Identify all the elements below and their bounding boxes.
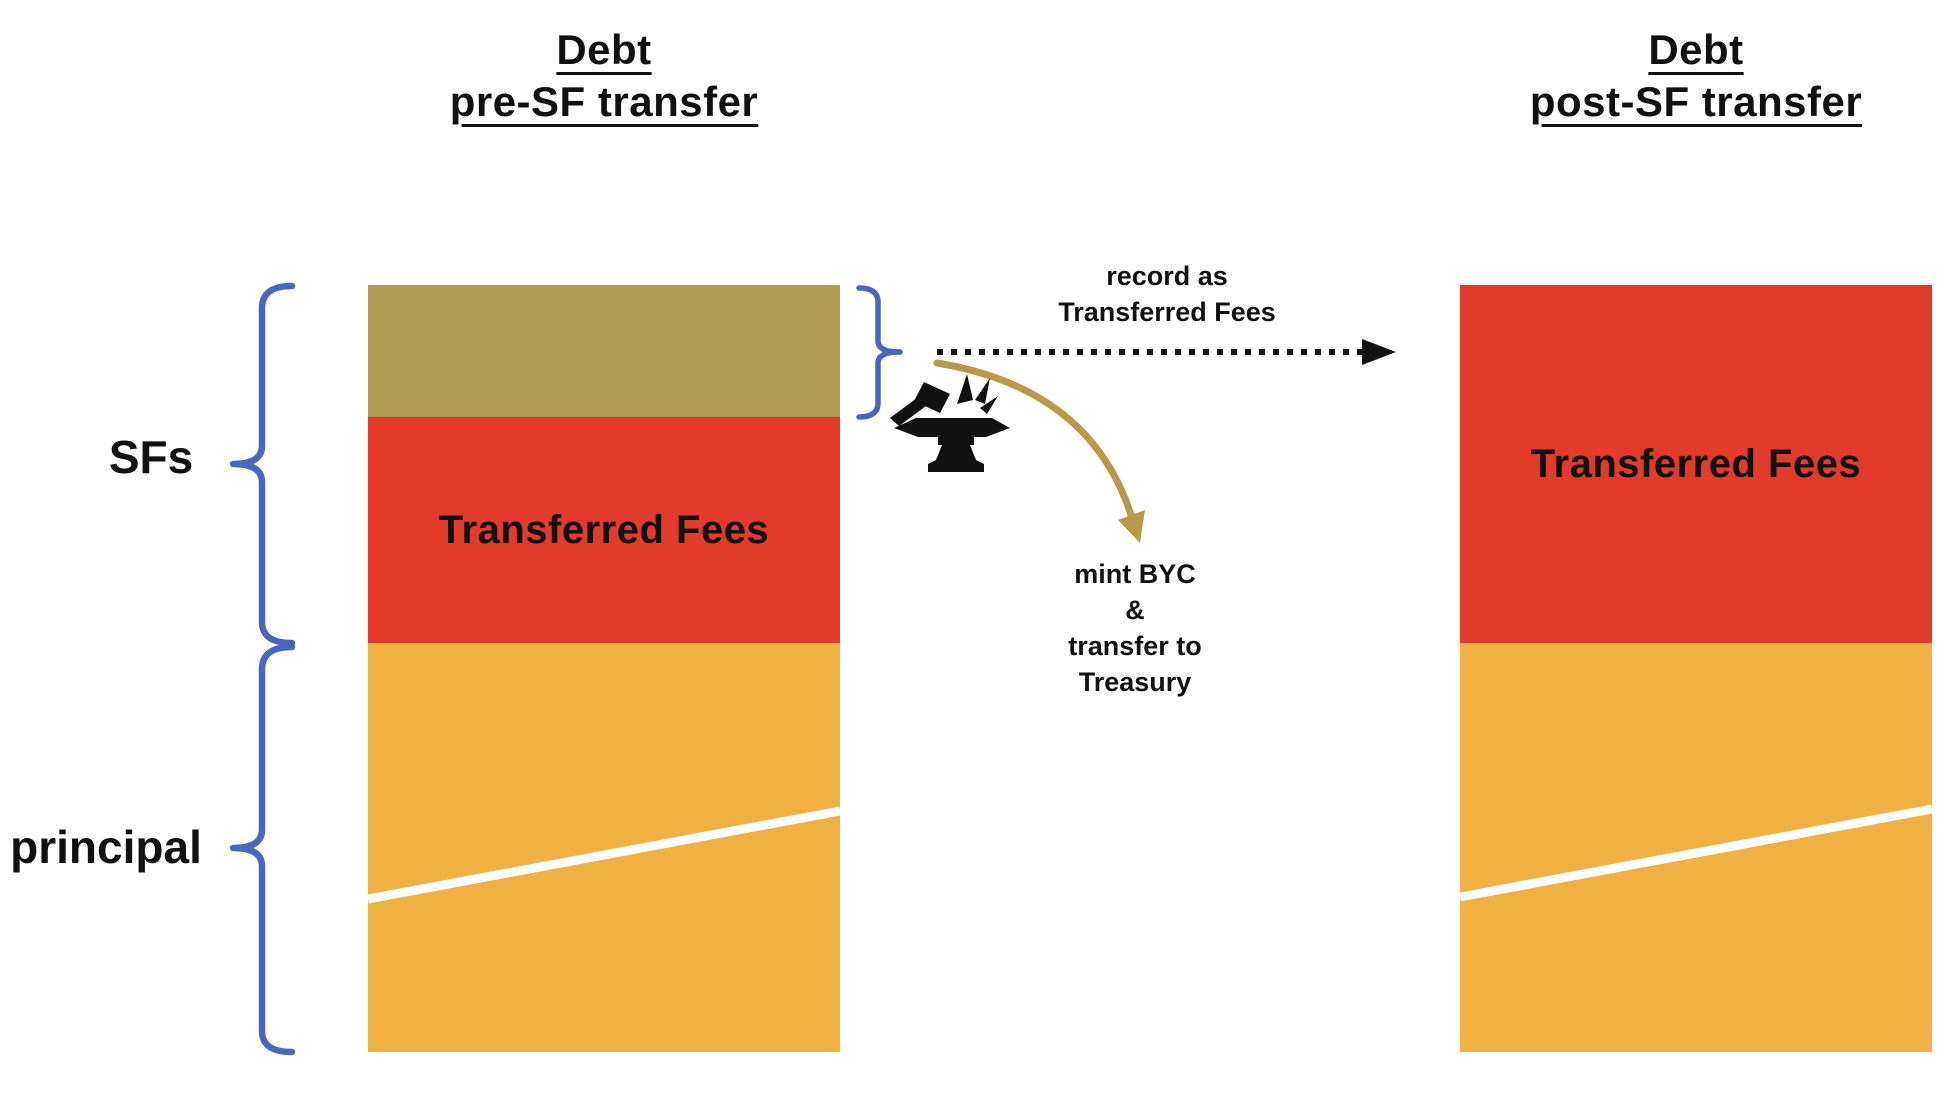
principal-brace [229,643,296,1056]
mint-arrow-head [1118,510,1145,543]
segment-principal-post [1460,643,1932,1052]
mint-note-line4: Treasury [1078,667,1192,697]
bar-pre-transfer: Transferred Fees [368,285,840,1052]
anvil-top-shape [894,418,1010,445]
segment-transferred-fees-pre: Transferred Fees [368,417,840,643]
pre-transfer-title-line1: Debt [556,26,652,73]
spark-shape [980,396,998,414]
mint-note-line1: mint BYC [1074,559,1196,589]
anvil-hammer-icon [890,374,1010,472]
tan-segment-brace [856,285,903,420]
hammer-head-shape [914,382,950,413]
record-as-arrow [937,339,1396,365]
mint-arrow-curve [933,359,1135,519]
mint-note: mint BYC & transfer to Treasury [985,556,1285,700]
record-as-arrow-head [1362,339,1396,365]
record-as-note-line1: record as [1106,261,1228,291]
label-sfs: SFs [108,431,194,483]
post-transfer-title: Debt post-SF transfer [1436,24,1956,128]
pre-transfer-title-line2: pre-SF transfer [449,78,759,125]
post-transfer-title-line2: post-SF transfer [1529,78,1863,125]
record-as-note-line2: Transferred Fees [1058,297,1276,327]
anvil-base-shape [928,445,984,472]
transferred-fees-label-post: Transferred Fees [1530,441,1862,486]
mint-note-line3: transfer to [1068,631,1202,661]
sfs-brace [229,282,296,647]
record-as-note: record as Transferred Fees [967,258,1367,330]
spark-shape [957,374,973,404]
segment-untransferred-sfs [368,285,840,417]
post-transfer-title-line1: Debt [1648,26,1744,73]
label-principal: principal [10,821,202,873]
bar-post-transfer: Transferred Fees [1460,285,1932,1052]
segment-principal-pre [368,643,840,1052]
spark-shape [975,378,990,404]
mint-arrow [933,359,1145,543]
transferred-fees-label-pre: Transferred Fees [438,507,770,552]
pre-transfer-title: Debt pre-SF transfer [344,24,864,128]
mint-note-line2: & [1125,595,1145,625]
segment-transferred-fees-post: Transferred Fees [1460,285,1932,643]
hammer-handle-shape [890,398,926,426]
